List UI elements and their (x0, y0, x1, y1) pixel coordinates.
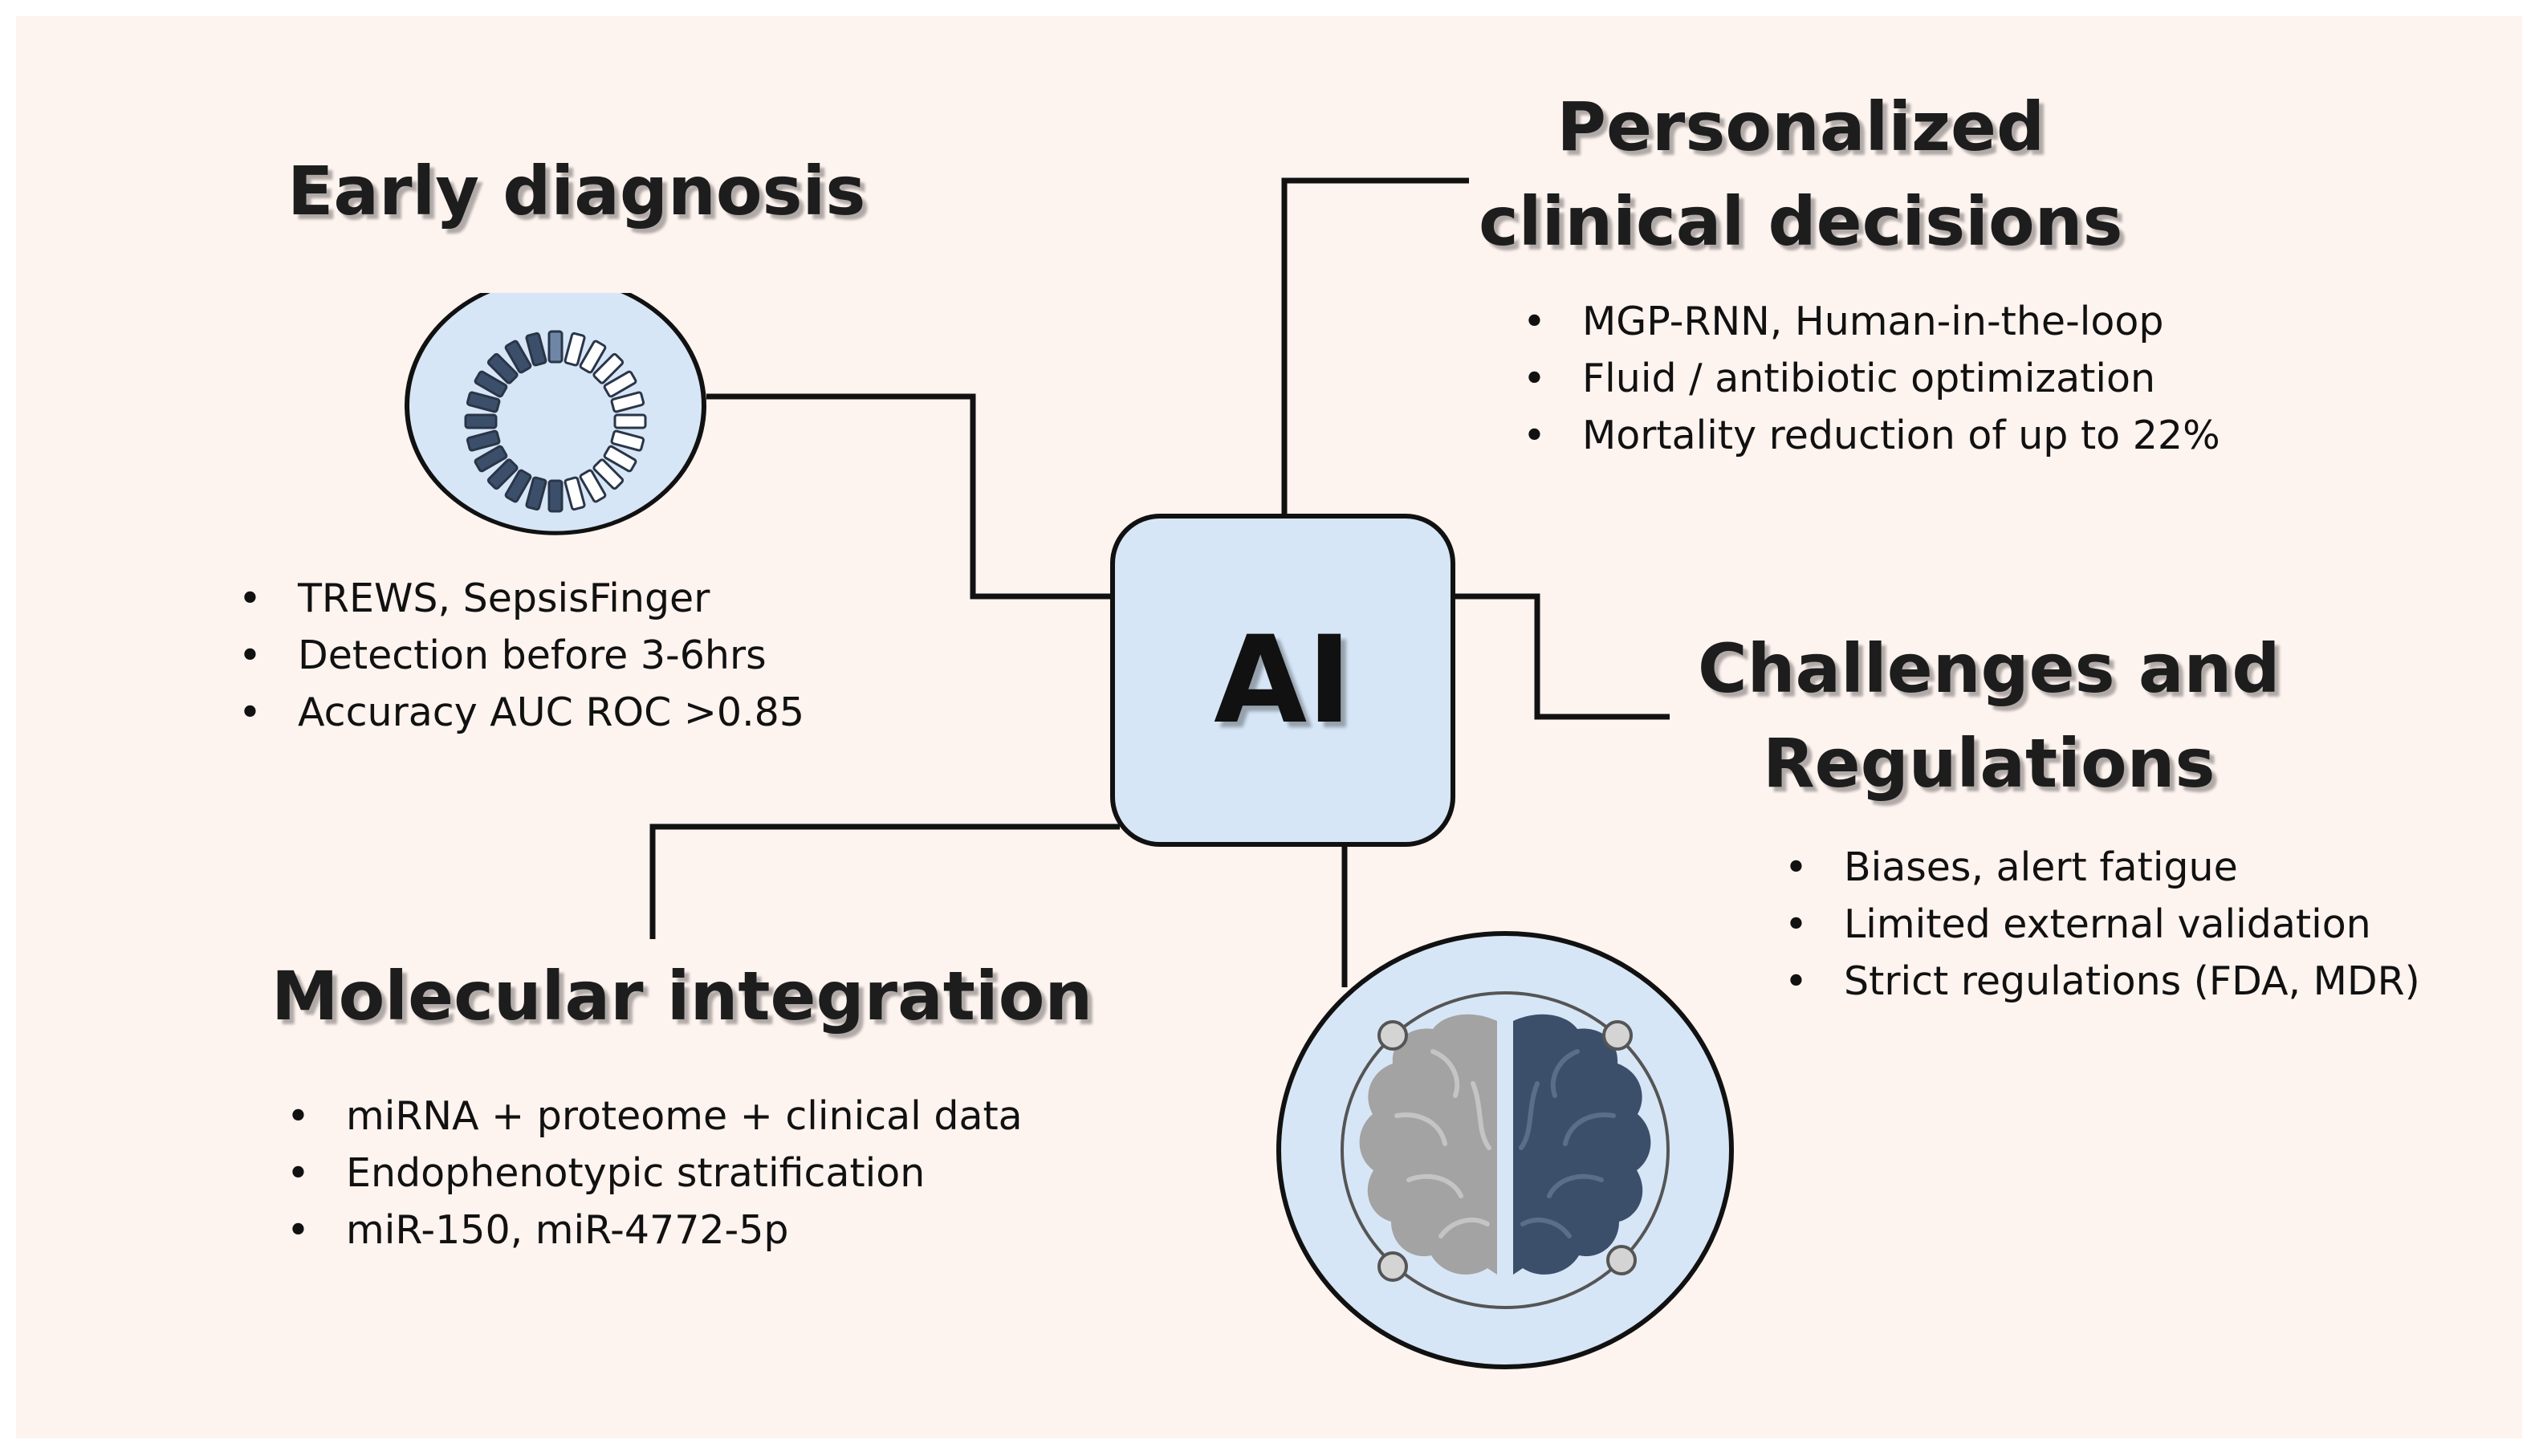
connector-personalized (1281, 177, 1469, 514)
spinner-tick (486, 352, 519, 384)
spinner-tick (486, 458, 519, 490)
personalized-heading: Personalized clinical decisions (1479, 87, 2123, 261)
spinner-tick (613, 413, 647, 429)
spinner-tick (547, 330, 564, 364)
list-item: Mortality reduction of up to 22% (1523, 407, 2220, 464)
brain-icon (1276, 931, 1734, 1369)
spinner-tick (610, 429, 645, 452)
early-diagnosis-list: TREWS, SepsisFinger Detection before 3-6… (238, 570, 804, 741)
molecular-heading: Molecular integration (271, 957, 1093, 1035)
spinner-tick (579, 469, 607, 503)
spinner-tick (592, 352, 625, 384)
challenges-list: Biases, alert fatigue Limited external v… (1784, 839, 2420, 1010)
spinner-tick (603, 445, 637, 473)
spinner-tick (564, 331, 586, 367)
spinner-tick (579, 340, 607, 374)
list-item: MGP-RNN, Human-in-the-loop (1523, 293, 2220, 350)
list-item: miR-150, miR-4772-5p (287, 1202, 1023, 1259)
spinner-tick (474, 370, 508, 398)
personalized-list: MGP-RNN, Human-in-the-loop Fluid / antib… (1523, 293, 2220, 464)
list-item: miRNA + proteome + clinical data (287, 1088, 1023, 1145)
spinner-tick (525, 331, 547, 367)
spinner-tick (466, 391, 501, 413)
spinner-tick (525, 476, 547, 511)
loading-spinner-icon (405, 293, 706, 535)
spinner-tick (464, 413, 498, 429)
spinner-tick (603, 370, 637, 398)
ai-center-box: AI (1110, 514, 1455, 847)
connector-early-diagnosis (706, 393, 1110, 600)
ai-label: AI (1214, 610, 1352, 750)
list-item: Fluid / antibiotic optimization (1523, 350, 2220, 407)
molecular-list: miRNA + proteome + clinical data Endophe… (287, 1088, 1023, 1259)
spinner-tick (564, 476, 586, 511)
list-item: Limited external validation (1784, 896, 2420, 953)
spinner-tick (466, 429, 501, 452)
list-item: Endophenotypic stratification (287, 1145, 1023, 1202)
spinner-tick (592, 458, 625, 490)
connector-challenges (1455, 593, 1670, 720)
list-item: Accuracy AUC ROC >0.85 (238, 684, 804, 741)
spinner-tick (547, 479, 564, 513)
spinner-tick (504, 340, 532, 374)
challenges-heading: Challenges and Regulations (1698, 629, 2281, 803)
spinner-tick (474, 445, 508, 473)
list-item: TREWS, SepsisFinger (238, 570, 804, 627)
spinner-tick (610, 391, 645, 413)
early-diagnosis-heading: Early diagnosis (287, 152, 866, 230)
connector-molecular (649, 824, 1120, 939)
spinner-tick (504, 469, 532, 503)
list-item: Biases, alert fatigue (1784, 839, 2420, 896)
list-item: Detection before 3-6hrs (238, 627, 804, 684)
list-item: Strict regulations (FDA, MDR) (1784, 953, 2420, 1010)
